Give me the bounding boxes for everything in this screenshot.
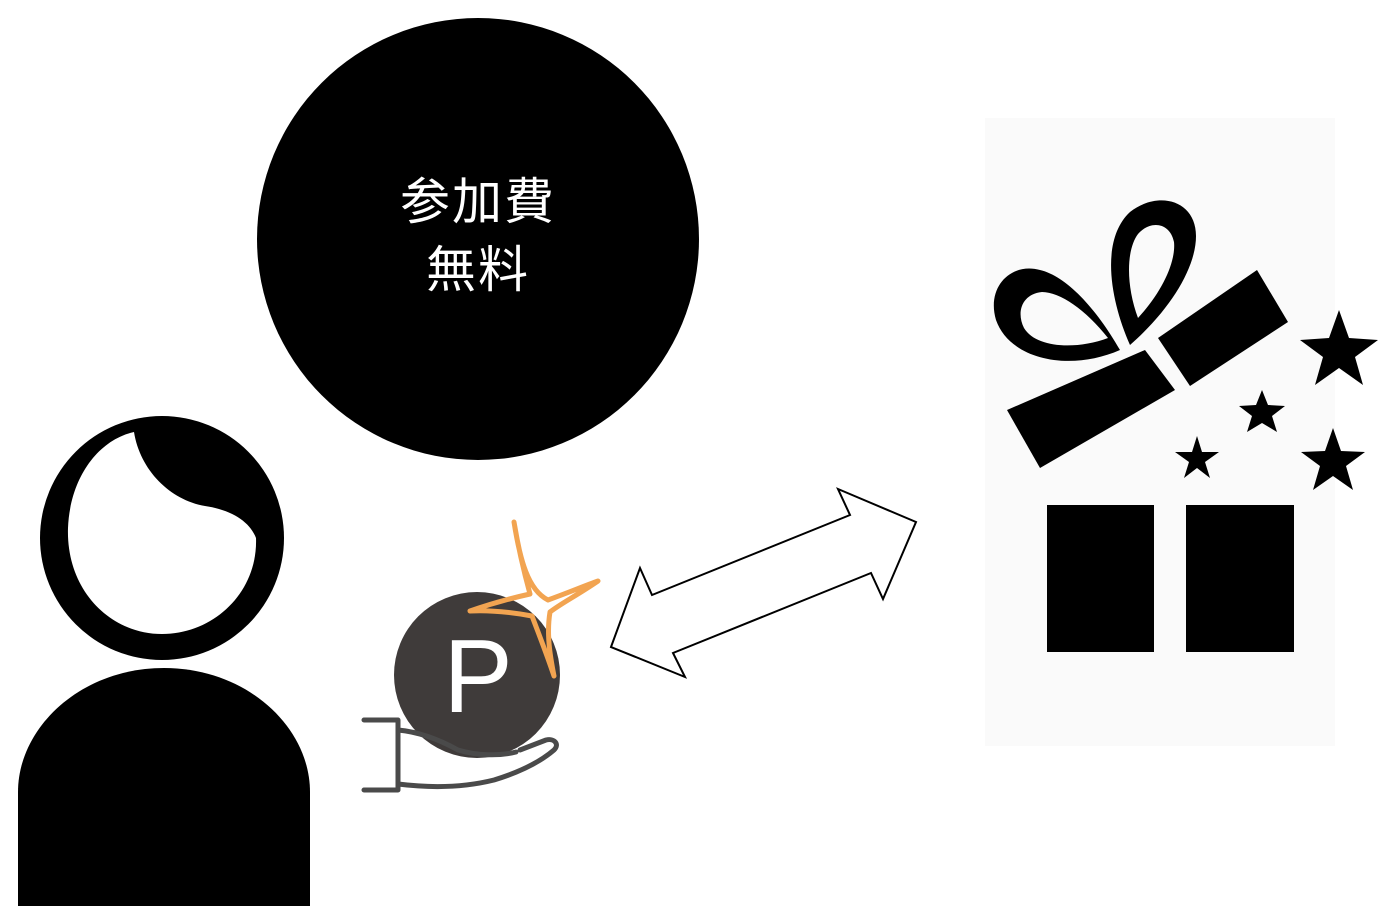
free-fee-label: 参加費 無料 xyxy=(258,168,698,304)
sparkle-icon xyxy=(467,519,601,679)
free-fee-badge xyxy=(257,18,699,460)
badge-line-2: 無料 xyxy=(426,241,530,299)
badge-line-1: 参加費 xyxy=(400,173,556,231)
gift-box-icon xyxy=(985,118,1335,746)
open-hand-icon xyxy=(361,717,559,793)
double-arrow-icon xyxy=(609,487,918,679)
star-icon xyxy=(1175,310,1378,490)
point-coin-icon: P xyxy=(394,592,560,758)
person-icon xyxy=(18,416,310,906)
point-coin-letter: P xyxy=(443,619,512,735)
